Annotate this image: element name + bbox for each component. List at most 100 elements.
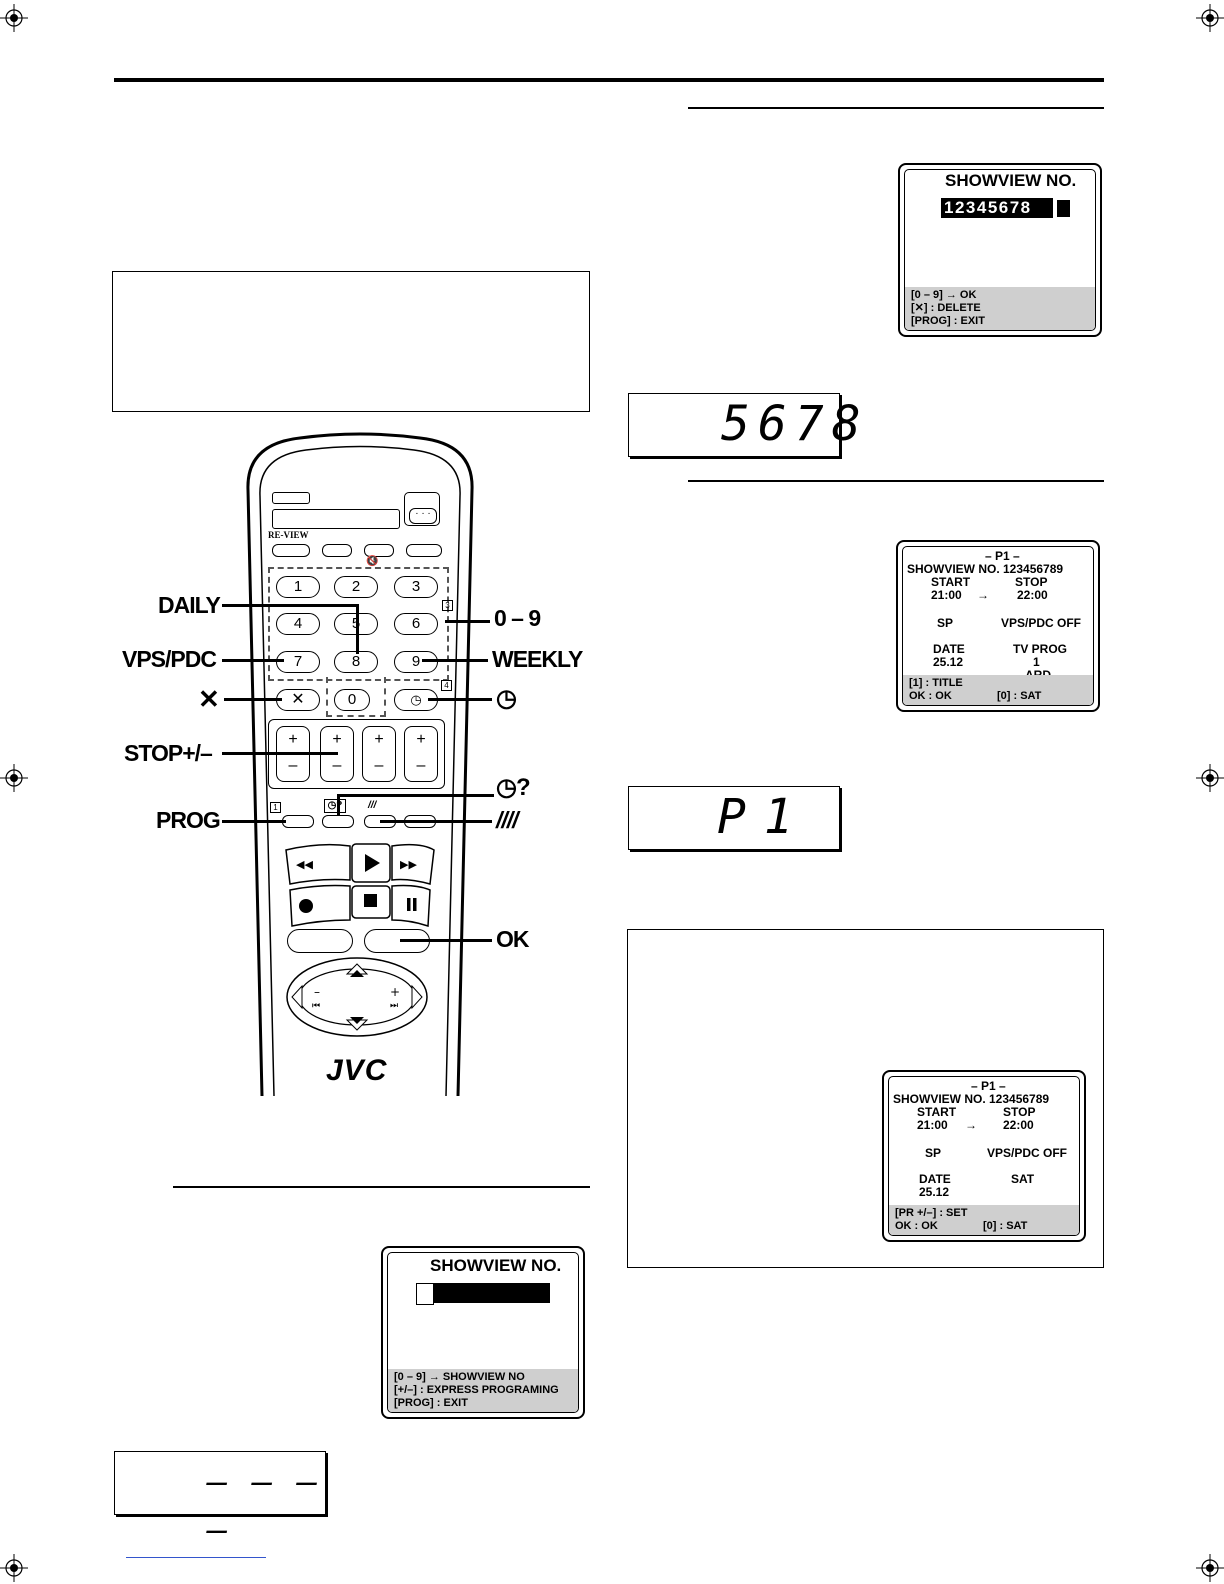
leader-daily-down (356, 604, 359, 654)
review-label: RE-VIEW (268, 530, 309, 540)
lcd-value: – – – – (207, 1462, 320, 1550)
mute-icon: 🔇 (366, 556, 379, 567)
digit-button-7[interactable]: 7 (276, 651, 320, 673)
navigation-pad: – + ⏮ ⏭ (286, 957, 428, 1037)
date-value: 25.12 (933, 655, 964, 669)
timer-query-clock-icon: ◷ (496, 774, 517, 801)
digit-button-8[interactable]: 8 (334, 651, 378, 673)
right-section-rule-2 (688, 480, 1104, 482)
top-rule (114, 78, 1104, 82)
keypad-region-lower (326, 677, 386, 717)
badge-3: 3 (442, 600, 453, 611)
callout-vps-pdc: VPS/PDC (122, 646, 217, 672)
svg-text:+: + (390, 985, 400, 999)
date-value: 25.12 (919, 1185, 950, 1199)
help-line: [PR +/–] : SET (895, 1207, 968, 1219)
digit-button-9[interactable]: 9 (394, 651, 438, 673)
callout-zero-nine: 0 – 9 (494, 605, 541, 631)
osd-help-panel: [PR +/–] : SET OK : OK [0] : SAT (889, 1205, 1079, 1235)
plus-minus-button-4[interactable]: +– (404, 726, 438, 782)
date-label: DATE (919, 1172, 951, 1186)
registration-mark-mid-left (0, 764, 28, 792)
digit-button-0[interactable]: 0 (334, 689, 370, 711)
callout-prog: PROG (156, 807, 221, 833)
osd-program-details: – P1 – SHOWVIEW NO. 123456789 START STOP… (896, 540, 1100, 712)
lcd-display-number: 5678 (628, 393, 861, 457)
osd-help-panel: [0 – 9] → SHOWVIEW NO [+/–] : EXPRESS PR… (388, 1369, 578, 1412)
registration-mark-mid-right (1196, 764, 1224, 792)
leader-prog (222, 820, 286, 823)
stop-label: STOP (1003, 1105, 1036, 1119)
digit-button-3[interactable]: 3 (394, 576, 438, 598)
program-header: – P1 – (985, 549, 1020, 563)
leader-zero-nine (445, 620, 490, 623)
svg-text:▶▶: ▶▶ (400, 858, 417, 871)
digit-button-2[interactable]: 2 (334, 576, 378, 598)
prog-button[interactable] (282, 815, 314, 828)
plus-minus-button-3[interactable]: +– (362, 726, 396, 782)
stop-time: 22:00 (1003, 1118, 1034, 1132)
digit-button-1[interactable]: 1 (276, 576, 320, 598)
leader-ok (400, 939, 492, 942)
tape-speed: SP (925, 1146, 942, 1160)
entered-digits: 12345678 (941, 198, 1053, 218)
menu-dots-inner: · · · (409, 508, 437, 524)
help-line: [1] : TITLE (909, 677, 963, 689)
entry-cursor-block (1057, 200, 1070, 217)
leader-slashes (380, 820, 492, 823)
lcd-value: 5678 (721, 396, 869, 452)
timer-query-button[interactable] (322, 815, 354, 828)
callout-daily: DAILY (158, 592, 221, 618)
display-window (272, 509, 400, 529)
cancel-button[interactable]: ✕ (276, 689, 320, 711)
svg-text:◀◀: ◀◀ (296, 858, 313, 871)
callout-slashes: //// (496, 807, 519, 833)
lcd-display-blank: – – – – (114, 1451, 326, 1550)
help-line-row: OK : OK [0] : SAT (909, 690, 1087, 703)
callout-ok: OK (496, 926, 529, 952)
timer-query-text: ? (515, 774, 531, 801)
badge-1: 1 (270, 802, 281, 813)
showview-number: SHOWVIEW NO. 123456789 (907, 562, 1064, 576)
review-button[interactable] (272, 544, 310, 557)
tv-prog-label: TV PROG (1013, 642, 1068, 656)
leader-timer-query-down (337, 794, 340, 816)
digit-button-6[interactable]: 6 (394, 613, 438, 635)
function-button-2[interactable] (322, 544, 352, 557)
program-header: – P1 – (971, 1079, 1006, 1093)
help-line: [0 – 9] → OK (911, 289, 977, 301)
showview-number: SHOWVIEW NO. 123456789 (893, 1092, 1050, 1106)
help-line-row: OK : OK [0] : SAT (895, 1220, 1073, 1233)
registration-mark-top-left (0, 4, 28, 32)
start-label: START (931, 575, 971, 589)
leader-weekly (422, 659, 488, 662)
stop-time: 22:00 (1017, 588, 1048, 602)
power-button[interactable] (272, 492, 310, 504)
registration-mark-bottom-right (1196, 1554, 1224, 1582)
registration-mark-top-right (1196, 4, 1224, 32)
vps-pdc-status: VPS/PDC OFF (1001, 616, 1082, 630)
leader-timer (428, 698, 492, 701)
tape-speed: SP (937, 616, 954, 630)
lcd-display-program: P1 (628, 786, 840, 850)
minus-sign: – (416, 757, 426, 774)
osd-showview-entry-blank: SHOWVIEW NO. [0 – 9] → SHOWVIEW NO [+/–]… (381, 1246, 585, 1419)
menu-dots-button[interactable] (404, 492, 440, 526)
digit-button-4[interactable]: 4 (276, 613, 320, 635)
plus-sign: + (374, 731, 384, 748)
help-line: [PROG] : EXIT (911, 315, 985, 327)
minus-sign: – (374, 757, 384, 774)
svg-text:–: – (314, 985, 320, 999)
osd-title: SHOWVIEW NO. (945, 171, 1077, 190)
vps-pdc-status: VPS/PDC OFF (987, 1146, 1068, 1160)
keypad-region (268, 567, 449, 681)
left-section-rule (173, 1186, 590, 1188)
plus-sign: + (288, 731, 298, 748)
osd-program-sat: – P1 – SHOWVIEW NO. 123456789 START STOP… (882, 1070, 1086, 1242)
function-button-3[interactable] (364, 544, 394, 557)
left-oval-button[interactable] (287, 929, 353, 953)
function-button-4[interactable] (406, 544, 442, 557)
date-label: DATE (933, 642, 965, 656)
tv-prog-value: 1 (1033, 655, 1040, 669)
callout-weekly: WEEKLY (492, 646, 583, 672)
